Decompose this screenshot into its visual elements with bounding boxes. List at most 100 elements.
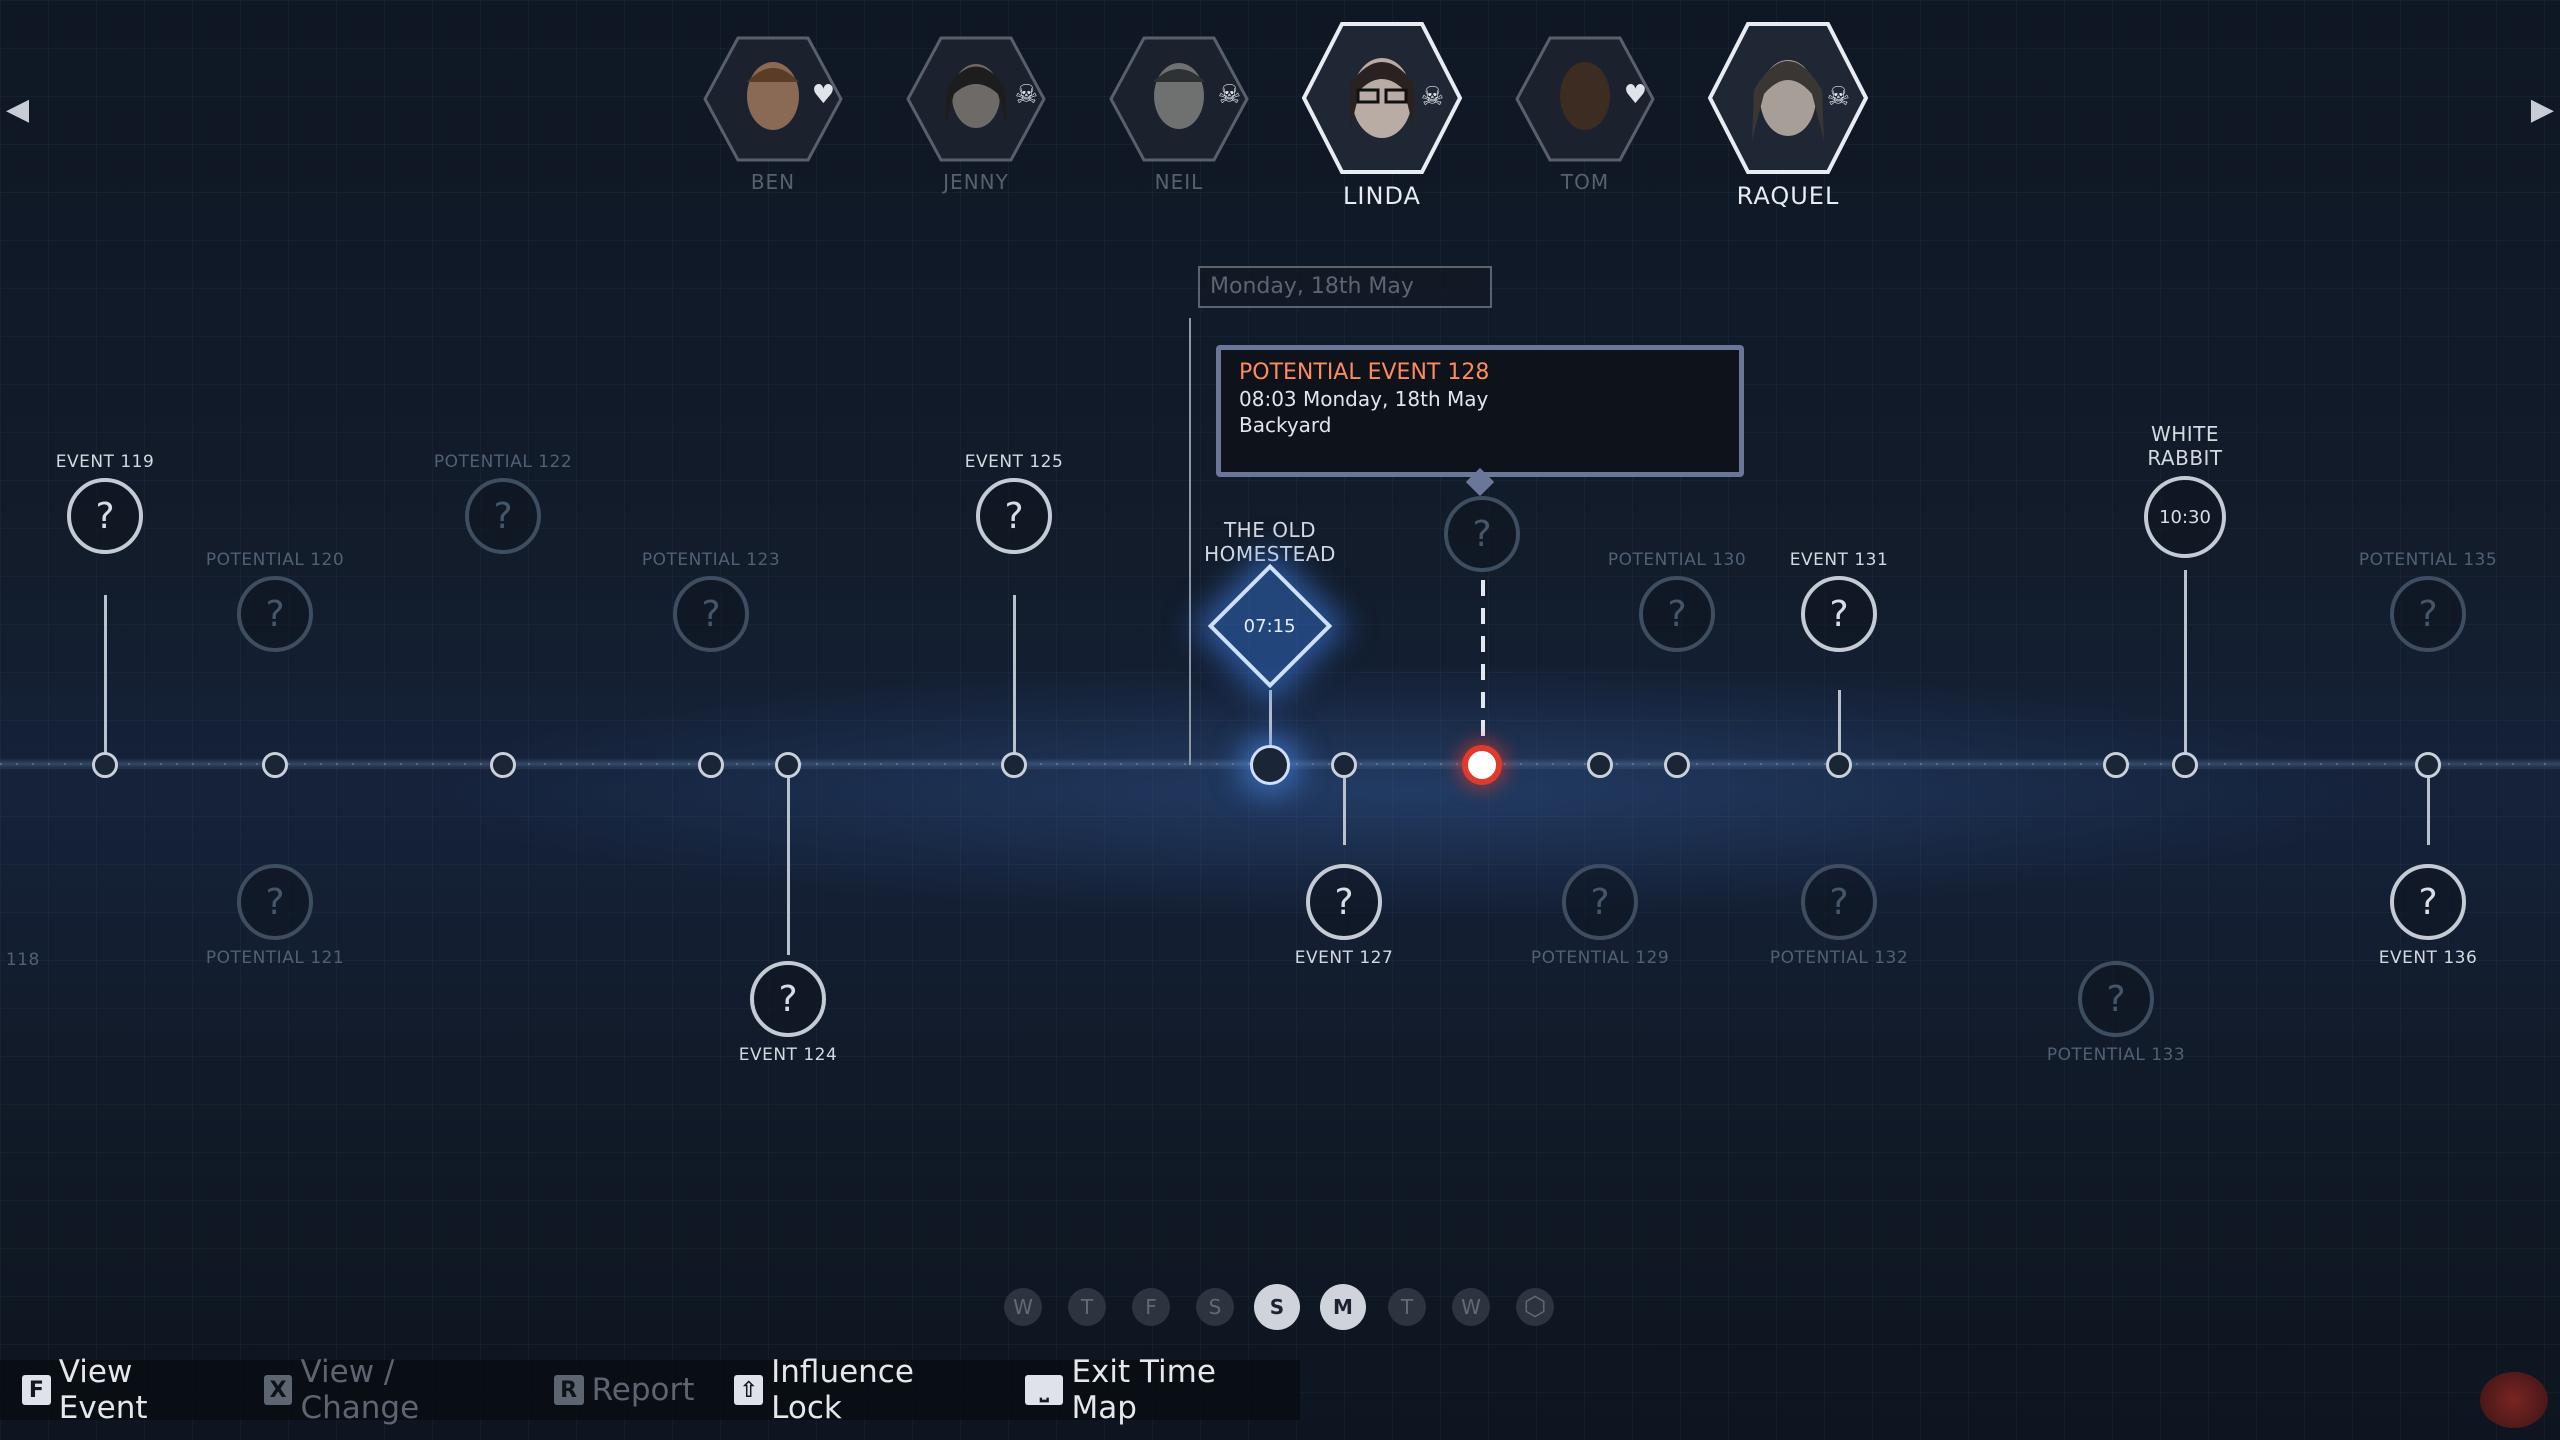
- character-ben[interactable]: ♥ BEN: [693, 34, 853, 194]
- skull-icon: ☠: [1217, 80, 1241, 110]
- unknown-icon: ?: [67, 478, 143, 554]
- timeline-node-selected[interactable]: [1462, 745, 1502, 785]
- unknown-icon: ?: [1444, 496, 1520, 572]
- tooltip-location: Backyard: [1239, 413, 1332, 437]
- day-wednesday[interactable]: W: [1004, 1288, 1042, 1326]
- unknown-icon: ?: [1801, 576, 1877, 652]
- day-monday[interactable]: M: [1320, 1284, 1366, 1330]
- portrait-neil: [1109, 36, 1249, 162]
- character-jenny[interactable]: ☠ JENNY: [896, 34, 1056, 194]
- current-date-marker: [1189, 318, 1191, 765]
- potential-122[interactable]: POTENTIAL 122 ?: [393, 452, 613, 560]
- day-saturday[interactable]: S: [1196, 1288, 1234, 1326]
- portrait-raquel: [1708, 22, 1868, 174]
- scroll-right-arrow[interactable]: ▶: [2530, 92, 2554, 127]
- character-name: NEIL: [1154, 170, 1204, 194]
- studio-logo: [2480, 1372, 2548, 1428]
- character-name: LINDA: [1343, 182, 1421, 210]
- view-change-control[interactable]: X View / Change: [263, 1354, 514, 1426]
- timeline-node[interactable]: [1331, 752, 1357, 778]
- character-name: JENNY: [943, 170, 1009, 194]
- portrait-linda: [1302, 22, 1462, 174]
- timeline-node[interactable]: [698, 752, 724, 778]
- day-sunday[interactable]: S: [1254, 1284, 1300, 1330]
- day-tuesday[interactable]: T: [1388, 1288, 1426, 1326]
- event-136[interactable]: ? EVENT 136: [2318, 858, 2538, 968]
- character-tom[interactable]: ♥ TOM: [1505, 34, 1665, 194]
- scroll-left-arrow[interactable]: ◀: [6, 92, 30, 127]
- unknown-icon: ?: [465, 478, 541, 554]
- event-white-rabbit[interactable]: WHITE RABBIT 10:30: [2075, 422, 2295, 564]
- potential-132[interactable]: ? POTENTIAL 132: [1729, 858, 1949, 968]
- unknown-icon: ?: [1562, 864, 1638, 940]
- timeline-node[interactable]: [1826, 752, 1852, 778]
- potential-133[interactable]: ? POTENTIAL 133: [2006, 955, 2226, 1065]
- event-old-homestead[interactable]: THE OLD HOMESTEAD 07:15: [1160, 518, 1380, 689]
- unknown-icon: ?: [976, 478, 1052, 554]
- unknown-icon: ?: [1801, 864, 1877, 940]
- character-name: BEN: [750, 170, 796, 194]
- unknown-icon: ?: [673, 576, 749, 652]
- potential-121[interactable]: ? POTENTIAL 121: [165, 858, 385, 968]
- unknown-icon: ?: [1639, 576, 1715, 652]
- potential-135[interactable]: POTENTIAL 135 ?: [2318, 550, 2538, 658]
- timeline-node[interactable]: [1664, 752, 1690, 778]
- event-125[interactable]: EVENT 125 ?: [904, 452, 1124, 560]
- day-thursday[interactable]: T: [1068, 1288, 1106, 1326]
- day-wednesday-2[interactable]: W: [1452, 1288, 1490, 1326]
- hexagon-icon[interactable]: ⬡: [1516, 1288, 1554, 1326]
- influence-lock-control[interactable]: ⇧ Influence Lock: [734, 1354, 985, 1426]
- character-neil[interactable]: ☠ NEIL: [1099, 34, 1259, 194]
- event-131[interactable]: EVENT 131 ?: [1729, 550, 1949, 658]
- character-name: TOM: [1560, 170, 1610, 194]
- event-127[interactable]: ? EVENT 127: [1234, 858, 1454, 968]
- portrait-jenny: [906, 36, 1046, 162]
- event-124[interactable]: ? EVENT 124: [678, 955, 898, 1065]
- timeline-node-current[interactable]: [1250, 745, 1290, 785]
- timeline-node[interactable]: [775, 752, 801, 778]
- day-friday[interactable]: F: [1132, 1288, 1170, 1326]
- potential-120[interactable]: POTENTIAL 120 ?: [165, 550, 385, 658]
- exit-time-map-control[interactable]: ⎵ Exit Time Map: [1025, 1354, 1282, 1426]
- connector-line: [2184, 570, 2187, 765]
- skull-icon: ☠: [1826, 82, 1850, 112]
- unknown-icon: ?: [1306, 864, 1382, 940]
- homestead-diamond: 07:15: [1207, 563, 1333, 689]
- dashed-connector: [1481, 580, 1485, 765]
- timeline-node[interactable]: [2415, 752, 2441, 778]
- control-bar: F View Event X View / Change R Report ⇧ …: [0, 1354, 1300, 1426]
- timeline-node[interactable]: [1001, 752, 1027, 778]
- connector-line: [787, 765, 790, 955]
- potential-123[interactable]: POTENTIAL 123 ?: [601, 550, 821, 658]
- timeline-node[interactable]: [262, 752, 288, 778]
- key-x-icon: X: [263, 1375, 293, 1405]
- view-event-control[interactable]: F View Event: [22, 1354, 224, 1426]
- character-raquel[interactable]: ☠ RAQUEL: [1708, 20, 1868, 210]
- heart-icon: ♥: [811, 80, 835, 110]
- connector-line: [1013, 595, 1016, 765]
- unknown-icon: ?: [2390, 864, 2466, 940]
- report-control[interactable]: R Report: [553, 1372, 694, 1408]
- timeline-node[interactable]: [2172, 752, 2198, 778]
- timeline-node[interactable]: [1587, 752, 1613, 778]
- timeline-node[interactable]: [2103, 752, 2129, 778]
- character-linda[interactable]: ☠ LINDA: [1302, 20, 1462, 210]
- tooltip-title: POTENTIAL EVENT 128: [1239, 360, 1490, 385]
- potential-130[interactable]: POTENTIAL 130 ?: [1567, 550, 1787, 658]
- skull-icon: ☠: [1014, 80, 1038, 110]
- portrait-tom: [1515, 36, 1655, 162]
- event-tooltip: POTENTIAL EVENT 128 08:03 Monday, 18th M…: [1216, 345, 1744, 477]
- timeline-node[interactable]: [490, 752, 516, 778]
- unknown-icon: ?: [750, 961, 826, 1037]
- skull-icon: ☠: [1420, 82, 1444, 112]
- connector-line: [104, 595, 107, 765]
- space-key-icon: ⎵: [1025, 1375, 1064, 1405]
- potential-118[interactable]: L 118: [0, 950, 40, 970]
- clock-circle: 10:30: [2144, 476, 2226, 558]
- potential-129[interactable]: ? POTENTIAL 129: [1490, 858, 1710, 968]
- timeline-node[interactable]: [92, 752, 118, 778]
- unknown-icon: ?: [237, 864, 313, 940]
- event-119[interactable]: EVENT 119 ?: [0, 452, 215, 560]
- potential-128[interactable]: ?: [1372, 490, 1592, 578]
